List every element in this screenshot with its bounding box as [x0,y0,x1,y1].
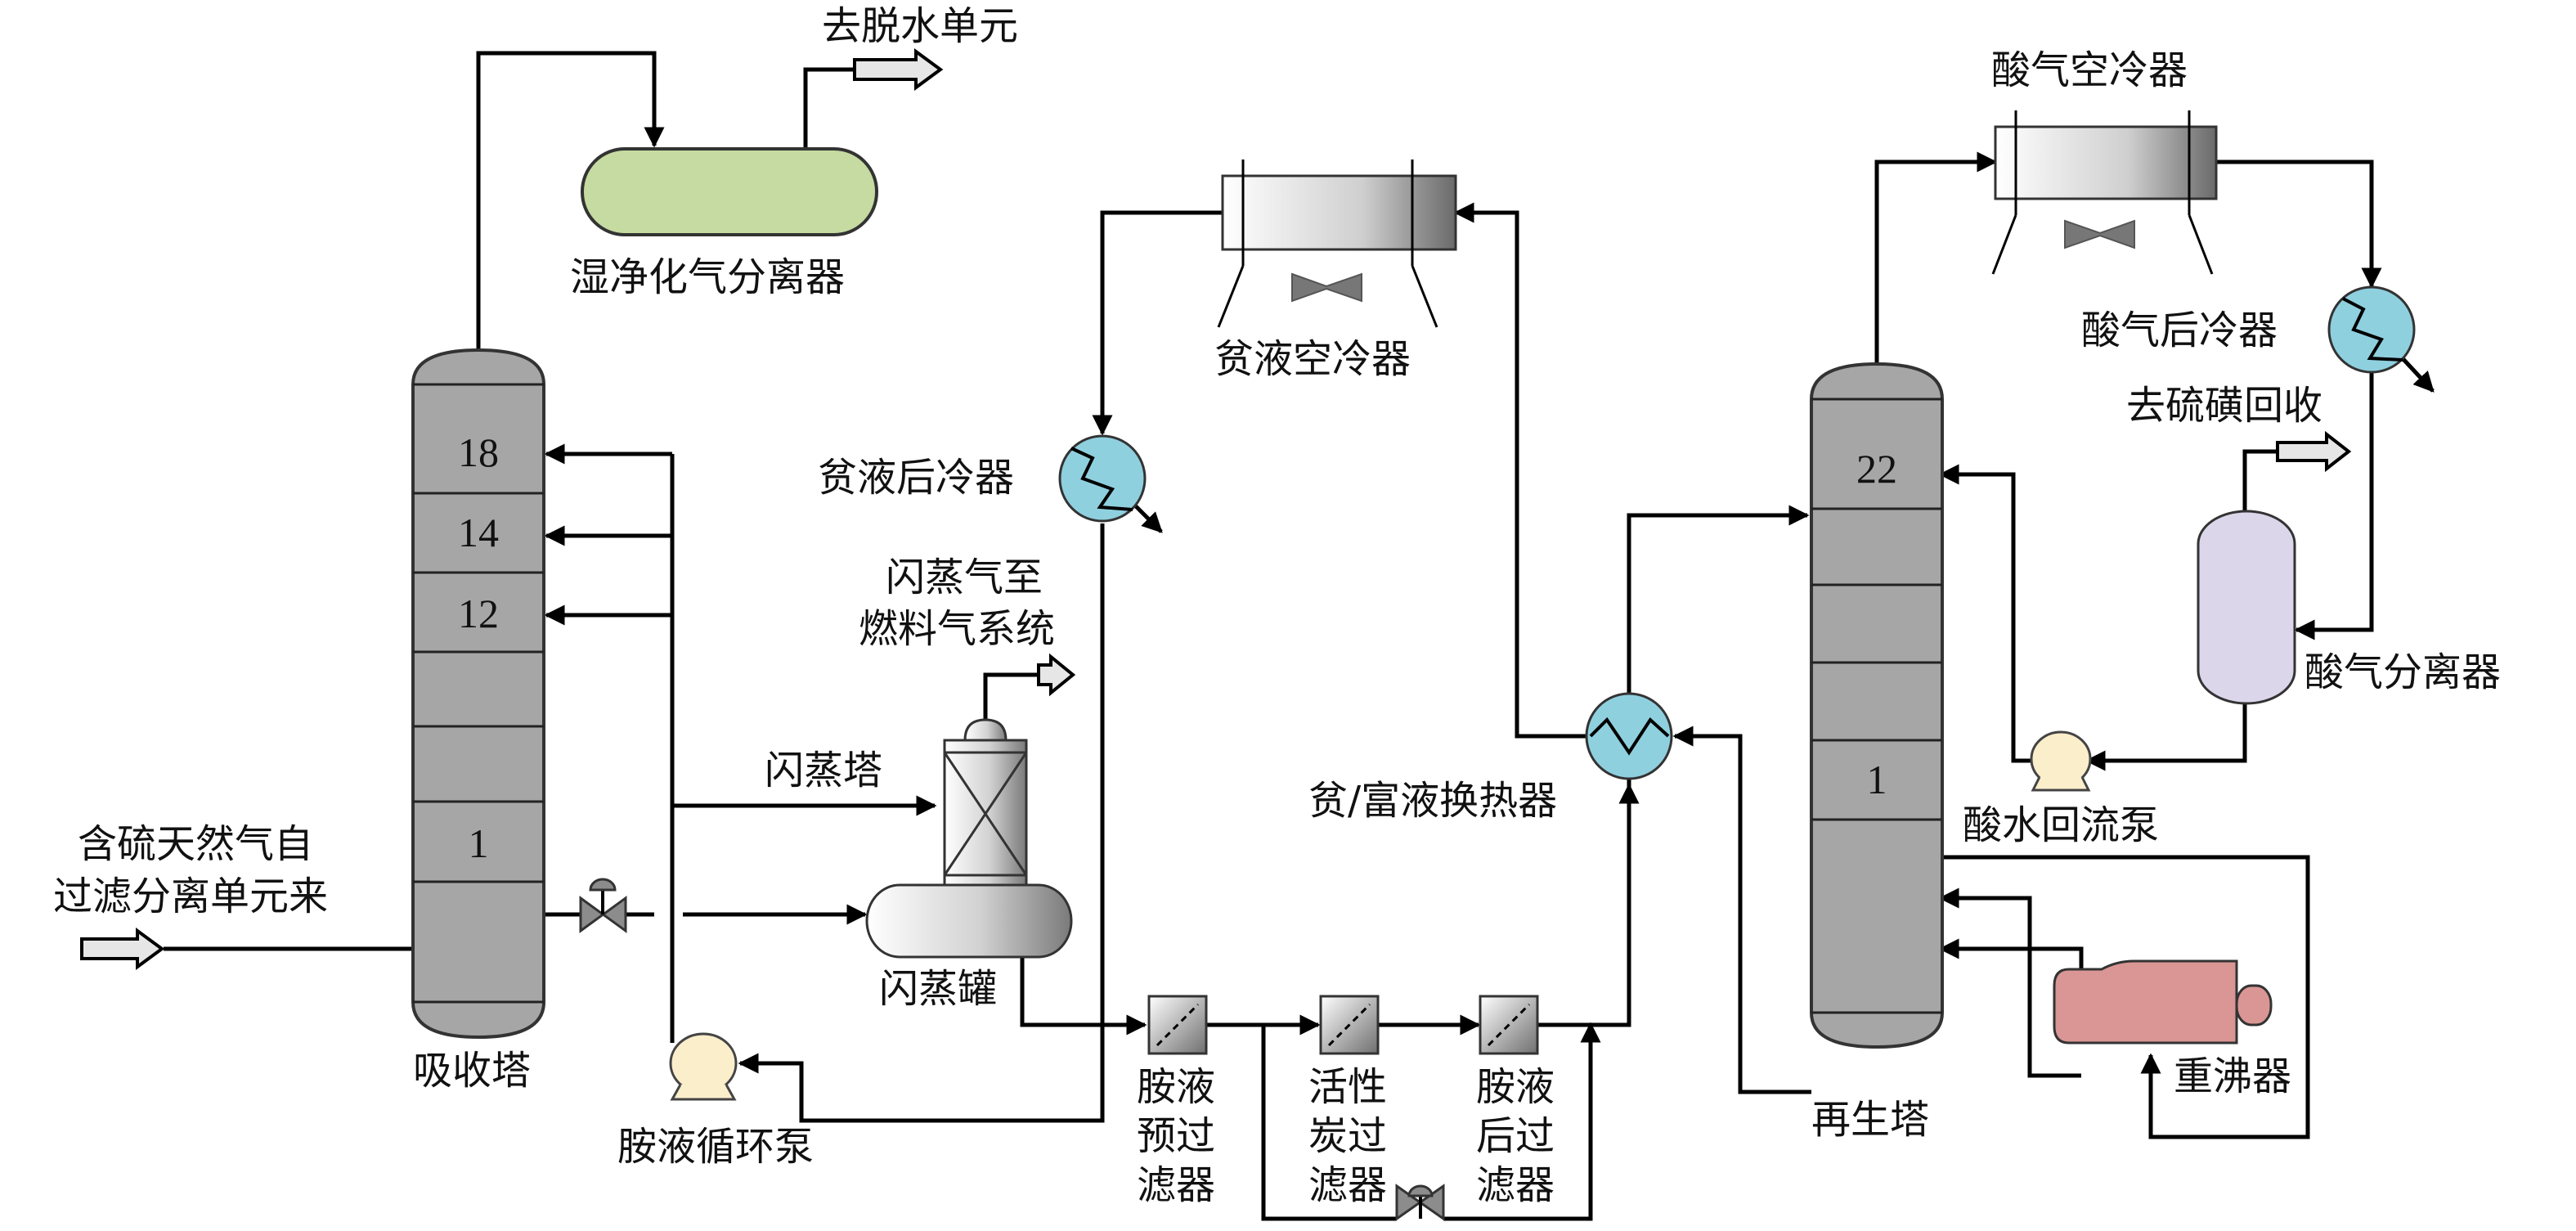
amine-pump [669,1032,738,1101]
label-carbon-filter-1: 活性 [1308,1064,1387,1110]
label-exchanger: 贫/富液换热器 [1308,778,1557,824]
reflux-pump [2030,730,2092,792]
absorber-tray-12: 12 [458,591,499,636]
absorber-level-valve [579,878,627,933]
label-sulfur-recovery: 去硫磺回收 [2126,383,2322,429]
lean-air-cooler [1217,159,1457,328]
feed-arrow-icon [80,928,165,970]
flash-gas-arrow-icon [1037,653,1076,697]
label-prefilter-3: 滤器 [1137,1162,1215,1208]
sulfur-arrow-icon [2276,430,2352,473]
label-prefilter-2: 预过 [1137,1113,1215,1159]
regenerator-tray-1: 1 [1867,757,1887,802]
label-amine-pump: 胺液循环泵 [617,1124,814,1170]
label-acid-separator: 酸气分离器 [2304,649,2501,695]
label-regenerator: 再生塔 [1811,1097,1929,1143]
label-feed-line1: 含硫天然气自 [78,821,313,867]
absorber-tray-14: 14 [458,510,499,555]
label-postfilter-3: 滤器 [1476,1162,1555,1208]
lean-aftercooler [1058,434,1147,523]
label-absorber: 吸收塔 [413,1048,531,1094]
amine-prefilter [1147,995,1208,1055]
label-lean-aftercooler: 贫液后冷器 [818,455,1014,501]
amine-postfilter [1479,995,1539,1055]
label-prefilter-1: 胺液 [1137,1064,1215,1110]
label-flash-tank: 闪蒸罐 [879,966,997,1012]
label-wet-separator: 湿净化气分离器 [570,254,845,300]
reboiler [2053,959,2273,1045]
absorber-tray-1: 1 [469,820,489,866]
label-flash-tower: 闪蒸塔 [765,748,882,793]
absorber-column: 18 14 12 1 [411,348,545,1040]
activated-carbon-filter [1319,995,1380,1055]
bypass-valve [1395,1184,1445,1221]
label-lean-air-cooler: 贫液空冷器 [1214,336,1411,382]
labels: 去脱水单元 湿净化气分离器 贫液空冷器 酸气空冷器 贫液后冷器 酸气后冷器 去硫… [53,3,2501,1208]
label-reboiler: 重沸器 [2174,1054,2291,1099]
flash-tower [943,718,1028,889]
label-carbon-filter-3: 滤器 [1308,1162,1387,1208]
piping [164,51,2435,1221]
label-acid-aftercooler: 酸气后冷器 [2081,308,2278,353]
label-postfilter-2: 后过 [1476,1113,1555,1159]
label-flash-gas-line2: 燃料气系统 [859,606,1055,652]
label-feed-line2: 过滤分离单元来 [53,874,328,919]
acid-separator [2197,510,2296,705]
regenerator-tray-22: 22 [1856,446,1897,492]
label-postfilter-1: 胺液 [1476,1064,1555,1110]
fan-icon [2064,219,2135,249]
label-carbon-filter-2: 炭过 [1308,1113,1387,1159]
label-flash-gas-line1: 闪蒸气至 [886,555,1043,600]
acid-aftercooler [2327,285,2416,374]
dehydration-arrow-icon [853,48,944,91]
label-dehydration: 去脱水单元 [822,3,1018,49]
block-arrows [80,48,2352,970]
acid-air-cooler [1991,110,2218,275]
wet-separator [581,147,878,236]
regenerator-column: 22 1 [1810,362,1944,1049]
flash-tank [865,883,1073,959]
label-acid-air-cooler: 酸气空冷器 [1991,47,2188,93]
label-reflux-pump: 酸水回流泵 [1963,802,2159,848]
absorber-tray-18: 18 [458,429,499,475]
fan-icon [1291,272,1362,303]
lean-rich-exchanger [1585,692,1673,780]
